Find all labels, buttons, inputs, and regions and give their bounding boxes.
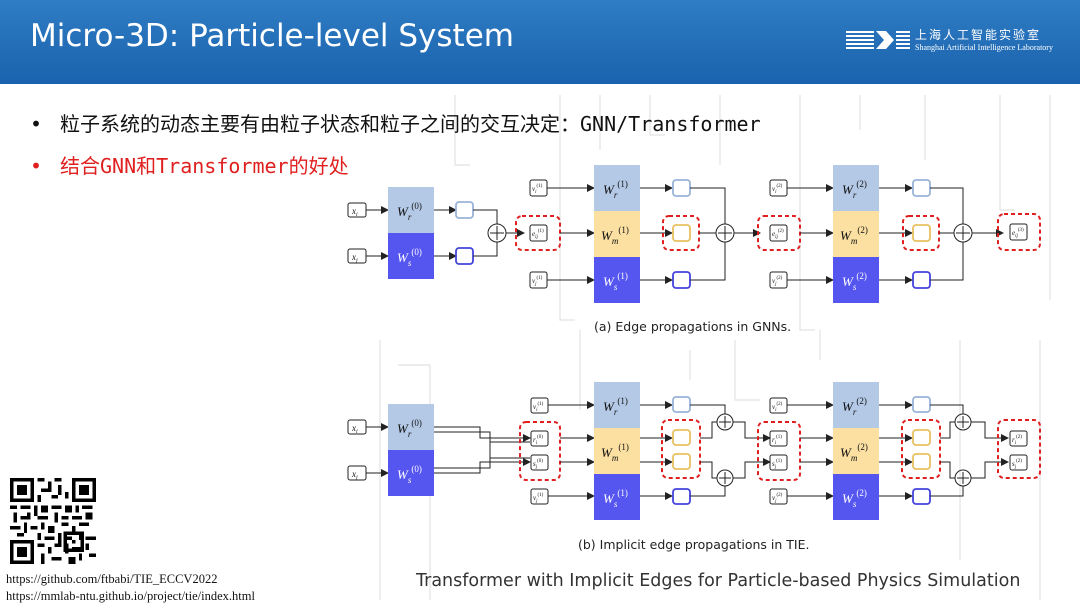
lab-logo-icon xyxy=(846,31,910,49)
svg-text:xj: xj xyxy=(351,469,358,481)
svg-text:xi: xi xyxy=(351,423,358,435)
svg-text:Wr(2): Wr(2) xyxy=(842,396,867,417)
label-ws0: Ws(0) xyxy=(397,247,422,268)
svg-text:Wr(0): Wr(0) xyxy=(397,418,422,439)
weight-block-ws-0 xyxy=(388,233,434,279)
svg-text:Wm(1): Wm(1) xyxy=(601,442,629,463)
label-wr0: Wr(0) xyxy=(397,201,422,222)
paper-title: Transformer with Implicit Edges for Part… xyxy=(416,571,1021,591)
label-wr2: Wr(2) xyxy=(842,179,867,200)
weight-block-ws-1 xyxy=(594,257,640,303)
weight-block-ws-0 xyxy=(388,450,434,496)
label-vj2: vj(2) xyxy=(772,276,783,287)
edge-node-e2 xyxy=(769,224,788,242)
svg-text:Wr(1): Wr(1) xyxy=(603,396,628,417)
bullet-marker: • xyxy=(30,112,43,136)
svg-text:vi(1): vi(1) xyxy=(533,402,544,413)
svg-text:vi(2): vi(2) xyxy=(772,402,783,413)
svg-text:ri(1): ri(1) xyxy=(772,435,782,446)
svg-text:Ws(0): Ws(0) xyxy=(397,464,422,485)
label-xi: xi xyxy=(351,206,358,218)
svg-text:ri(2): ri(2) xyxy=(1012,435,1022,446)
weight-block-wr-0 xyxy=(388,404,434,450)
label-e3: eij(3) xyxy=(1012,228,1024,239)
bullet-marker: • xyxy=(30,154,43,178)
label-wm1: Wm(1) xyxy=(601,225,629,246)
bullet-text: 粒子系统的动态主要有由粒子状态和粒子之间的交互决定：GNN/Transforme… xyxy=(60,112,761,136)
svg-text:sj(0): sj(0) xyxy=(533,459,543,470)
project-page-link[interactable]: https://mmlab-ntu.github.io/project/tie/… xyxy=(6,589,255,603)
label-e1: eij(1) xyxy=(532,229,544,240)
svg-text:vj(1): vj(1) xyxy=(533,493,544,504)
edge-node-e1 xyxy=(529,224,548,242)
svg-text:vj(2): vj(2) xyxy=(772,493,783,504)
svg-text:sj(2): sj(2) xyxy=(1012,459,1022,470)
weight-block-wr-0 xyxy=(388,187,434,233)
svg-text:Wm(2): Wm(2) xyxy=(840,442,868,463)
label-e2: eij(2) xyxy=(772,229,784,240)
feature-node xyxy=(455,247,474,265)
lab-name-english: Shanghai Artificial Intelligence Laborat… xyxy=(915,43,1053,52)
weight-block-wm-1 xyxy=(594,211,640,257)
label-vi2: vi(2) xyxy=(772,184,783,195)
label-wr1: Wr(1) xyxy=(603,179,628,200)
bullet-text: 结合GNN和Transformer的好处 xyxy=(60,154,349,178)
label-vi1: vi(1) xyxy=(532,184,543,195)
feature-node xyxy=(455,201,474,219)
label-wm2: Wm(2) xyxy=(840,225,868,246)
label-vj1: vj(1) xyxy=(532,276,543,287)
edge-node-e3 xyxy=(1009,223,1028,241)
weight-block-wr-2 xyxy=(833,165,879,211)
svg-text:Ws(1): Ws(1) xyxy=(603,488,628,509)
label-xj: xj xyxy=(351,252,358,264)
weight-block-wm-2 xyxy=(833,211,879,257)
svg-text:Ws(2): Ws(2) xyxy=(842,488,867,509)
bullet-item-gnn-transformer: • 粒子系统的动态主要有由粒子状态和粒子之间的交互决定：GNN/Transform… xyxy=(30,108,761,137)
svg-text:sj(1): sj(1) xyxy=(772,459,782,470)
lab-name-chinese: 上海人工智能实验室 xyxy=(915,28,1042,42)
caption-b: (b) Implicit edge propagations in TIE. xyxy=(578,537,809,552)
slide-header: Micro-3D: Particle-level System 上海人工智能实验… xyxy=(0,0,1080,84)
panel-b-tie xyxy=(347,382,1041,520)
weight-block-ws-2 xyxy=(833,257,879,303)
slide-title: Micro-3D: Particle-level System xyxy=(30,18,514,54)
label-ws1: Ws(1) xyxy=(603,271,628,292)
panel-a-gnn xyxy=(347,165,1041,303)
qr-code xyxy=(10,478,96,564)
github-link[interactable]: https://github.com/ftbabi/TIE_ECCV2022 xyxy=(6,572,218,586)
caption-a: (a) Edge propagations in GNNs. xyxy=(594,319,791,334)
bullet-item-combine-benefits: • 结合GNN和Transformer的好处 xyxy=(30,150,349,179)
label-ws2: Ws(2) xyxy=(842,271,867,292)
svg-text:ri(0): ri(0) xyxy=(533,435,543,446)
weight-block-wr-1 xyxy=(594,165,640,211)
